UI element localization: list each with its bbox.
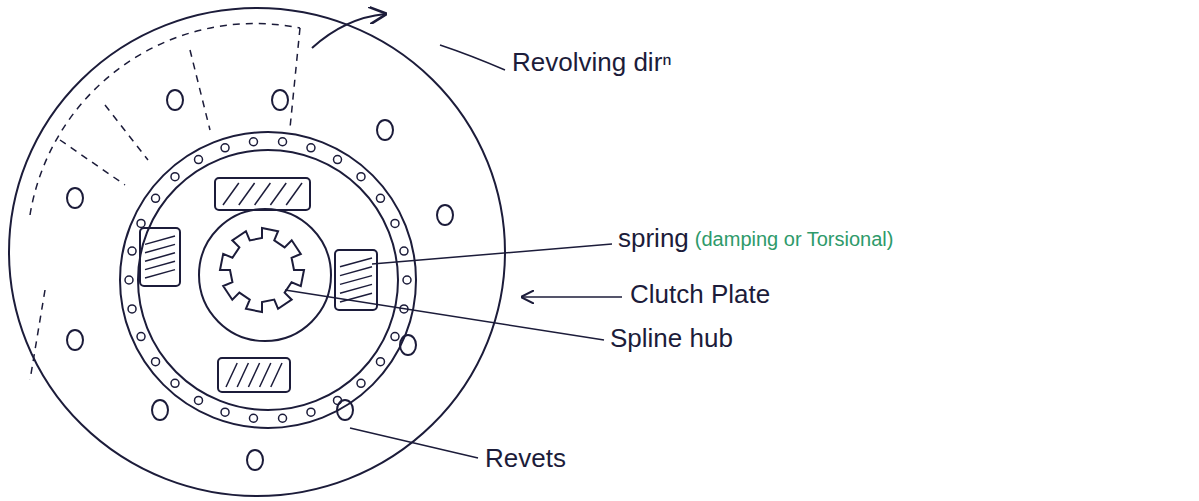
dashed-radial xyxy=(190,50,210,130)
part-label: Spline hub xyxy=(610,324,733,353)
small-rivet xyxy=(195,396,203,404)
small-rivet xyxy=(403,276,411,284)
part-label: spring xyxy=(618,224,689,253)
spline-hub xyxy=(220,228,304,312)
leader-line xyxy=(285,290,604,340)
spring-coil xyxy=(239,183,255,205)
hub-flange xyxy=(199,209,331,341)
spring-window xyxy=(218,358,290,392)
rivet-hole xyxy=(400,335,416,355)
rivet-hole xyxy=(152,400,168,420)
rivet-hole xyxy=(377,120,393,140)
small-rivet xyxy=(357,173,365,181)
spring-coil xyxy=(145,244,175,252)
rivet-hole xyxy=(67,330,83,350)
dashed-radial xyxy=(60,140,125,185)
spring-coil xyxy=(340,258,372,267)
small-rivet xyxy=(376,194,384,202)
spring-coil xyxy=(145,270,175,278)
leader-line xyxy=(372,244,612,264)
small-rivet xyxy=(171,173,179,181)
spring-coil xyxy=(248,363,259,387)
rivet-hole xyxy=(247,450,263,470)
small-rivet xyxy=(357,379,365,387)
segment-dashes xyxy=(30,24,300,380)
rivet-hole xyxy=(437,205,453,225)
small-rivet xyxy=(195,156,203,164)
rivet-hole xyxy=(272,90,288,110)
friction-disc-outline xyxy=(9,8,505,496)
dashed-radial xyxy=(290,28,300,128)
spring-window xyxy=(215,178,310,210)
spring-coil xyxy=(226,363,237,387)
spring-window xyxy=(140,228,180,286)
spring-coil xyxy=(237,363,248,387)
rivet-hole xyxy=(167,90,183,110)
leader-arrow xyxy=(522,296,622,298)
small-rivet xyxy=(137,333,145,341)
rivet-holes xyxy=(67,90,453,470)
leader-line xyxy=(440,45,505,70)
spring-coil xyxy=(340,284,372,293)
dashed-radial xyxy=(105,105,148,160)
small-rivet xyxy=(128,305,136,313)
small-rivet xyxy=(391,219,399,227)
small-rivet xyxy=(152,194,160,202)
spring-coil xyxy=(340,267,372,276)
small-rivet xyxy=(279,138,287,146)
small-rivet xyxy=(221,144,229,152)
small-rivet xyxy=(279,414,287,422)
small-rivet xyxy=(376,358,384,366)
spring-coil xyxy=(145,261,175,269)
small-rivet xyxy=(307,144,315,152)
small-rivet xyxy=(334,156,342,164)
small-rivets xyxy=(125,138,411,422)
small-rivet xyxy=(249,138,257,146)
small-rivet xyxy=(152,358,160,366)
spring-coil xyxy=(145,236,175,244)
rivet-hole xyxy=(337,400,353,420)
rivet-hole xyxy=(67,188,83,208)
small-rivet xyxy=(125,276,133,284)
small-rivet xyxy=(334,396,342,404)
small-rivet xyxy=(137,219,145,227)
small-rivet xyxy=(307,408,315,416)
part-label: Clutch Plate xyxy=(630,280,770,309)
direction-label: Revolving dirⁿ xyxy=(512,48,672,77)
small-rivet xyxy=(221,408,229,416)
spring-coil xyxy=(223,183,239,205)
dashed-radial xyxy=(30,290,45,380)
spring-coil xyxy=(260,363,271,387)
direction-arrow xyxy=(312,14,385,48)
leader-line xyxy=(350,428,478,458)
spring-coil xyxy=(145,253,175,261)
part-label: Revets xyxy=(485,444,566,473)
spring-slot xyxy=(215,178,310,210)
small-rivet xyxy=(171,379,179,387)
part-note: (damping or Torsional) xyxy=(695,228,894,250)
spring-coil xyxy=(271,363,282,387)
rivet-ring-outer xyxy=(120,132,416,428)
small-rivet xyxy=(128,247,136,255)
rivet-ring-inner xyxy=(138,150,398,410)
spring-coil xyxy=(270,183,286,205)
small-rivet xyxy=(391,333,399,341)
small-rivet xyxy=(249,414,257,422)
spring-slot xyxy=(140,228,180,286)
spring-slot xyxy=(218,358,290,392)
spring-coil xyxy=(340,276,372,285)
dashed-arc xyxy=(30,24,300,215)
spring-coil xyxy=(255,183,271,205)
spring-coil xyxy=(286,183,302,205)
damper-springs xyxy=(140,178,377,392)
small-rivet xyxy=(400,247,408,255)
